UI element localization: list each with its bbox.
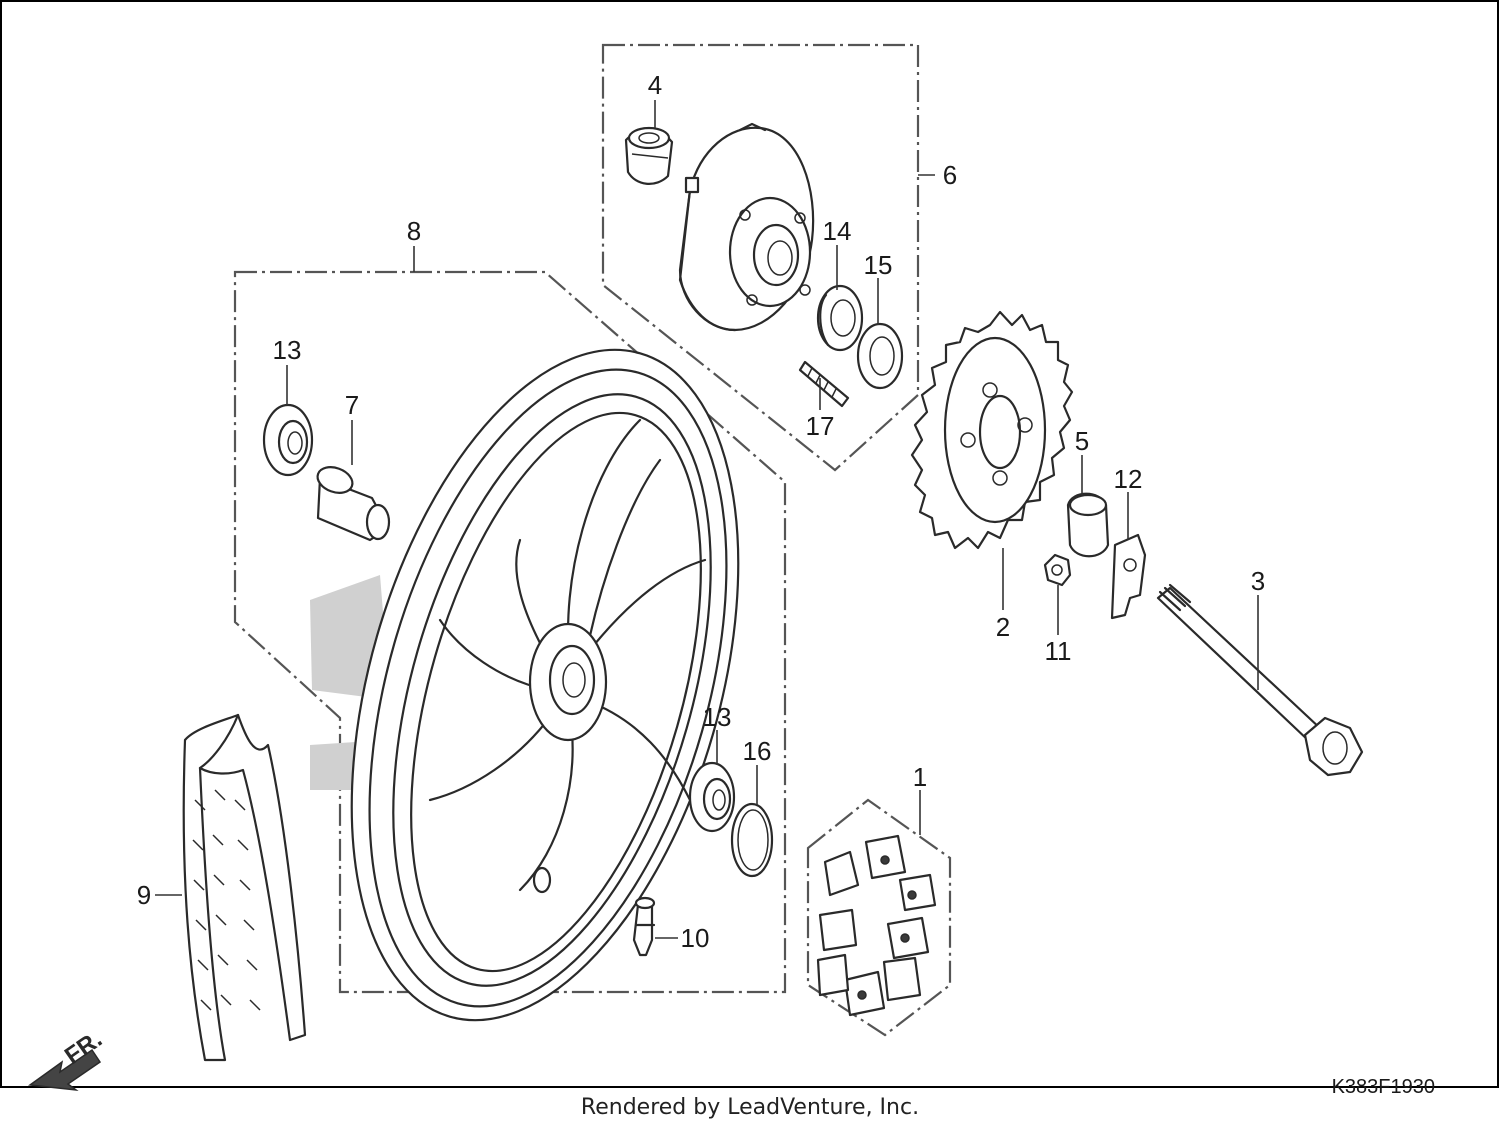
part-stud-17 (798, 360, 850, 408)
callout-9: 9 (137, 880, 151, 910)
part-bearing-14 (816, 284, 864, 352)
callout-4: 4 (648, 70, 662, 100)
part-bearing-13-left (262, 403, 314, 477)
group-outline-damper (806, 798, 952, 1037)
leader-lines (155, 100, 1259, 939)
part-driven-sprocket-2 (910, 310, 1074, 550)
group-outline-wheel (233, 270, 787, 994)
part-nut-11 (1043, 553, 1072, 587)
part-rear-wheel-8 (310, 348, 740, 1022)
callout-2: 2 (996, 612, 1010, 642)
part-o-ring-16 (730, 802, 774, 878)
front-label: FR. (60, 1026, 107, 1070)
callout-5: 5 (1075, 426, 1089, 456)
callout-13-left: 13 (273, 335, 302, 365)
front-direction-marker: FR. (27, 1026, 107, 1092)
part-bearing-13-right (688, 761, 736, 833)
part-collar-4 (624, 126, 674, 185)
callout-8: 8 (407, 216, 421, 246)
render-credit: Rendered by LeadVenture, Inc. (581, 1095, 919, 1120)
callout-6: 6 (943, 160, 957, 190)
part-distance-collar-7 (316, 466, 391, 542)
callout-7: 7 (345, 390, 359, 420)
callout-17: 17 (806, 411, 835, 441)
callout-12: 12 (1114, 464, 1143, 494)
diagram-border (0, 0, 1499, 1088)
callout-3: 3 (1251, 566, 1265, 596)
callout-16: 16 (743, 736, 772, 766)
callout-labels: 4 6 8 13 7 14 15 17 5 12 3 2 11 1 13 16 … (137, 70, 1265, 953)
front-arrow-icon (27, 1048, 102, 1092)
callout-10: 10 (681, 923, 710, 953)
diagram-code: K383F1930 (1332, 1076, 1435, 1098)
part-adjuster-plate-12 (1110, 533, 1147, 620)
callout-14: 14 (823, 216, 852, 246)
callout-11: 11 (1045, 636, 1072, 666)
callout-1: 1 (913, 762, 927, 792)
callout-15: 15 (864, 250, 893, 280)
callout-13-right: 13 (703, 702, 732, 732)
part-oil-seal-15 (856, 322, 904, 390)
part-tire-valve-10 (632, 896, 656, 957)
part-driven-flange-6 (678, 122, 815, 332)
group-outline-hub (601, 43, 920, 472)
part-rim-band-9 (182, 713, 307, 1062)
part-damper-rubbers-1 (816, 834, 937, 1017)
part-axle-3 (1156, 583, 1364, 777)
part-collar-5 (1066, 492, 1110, 558)
